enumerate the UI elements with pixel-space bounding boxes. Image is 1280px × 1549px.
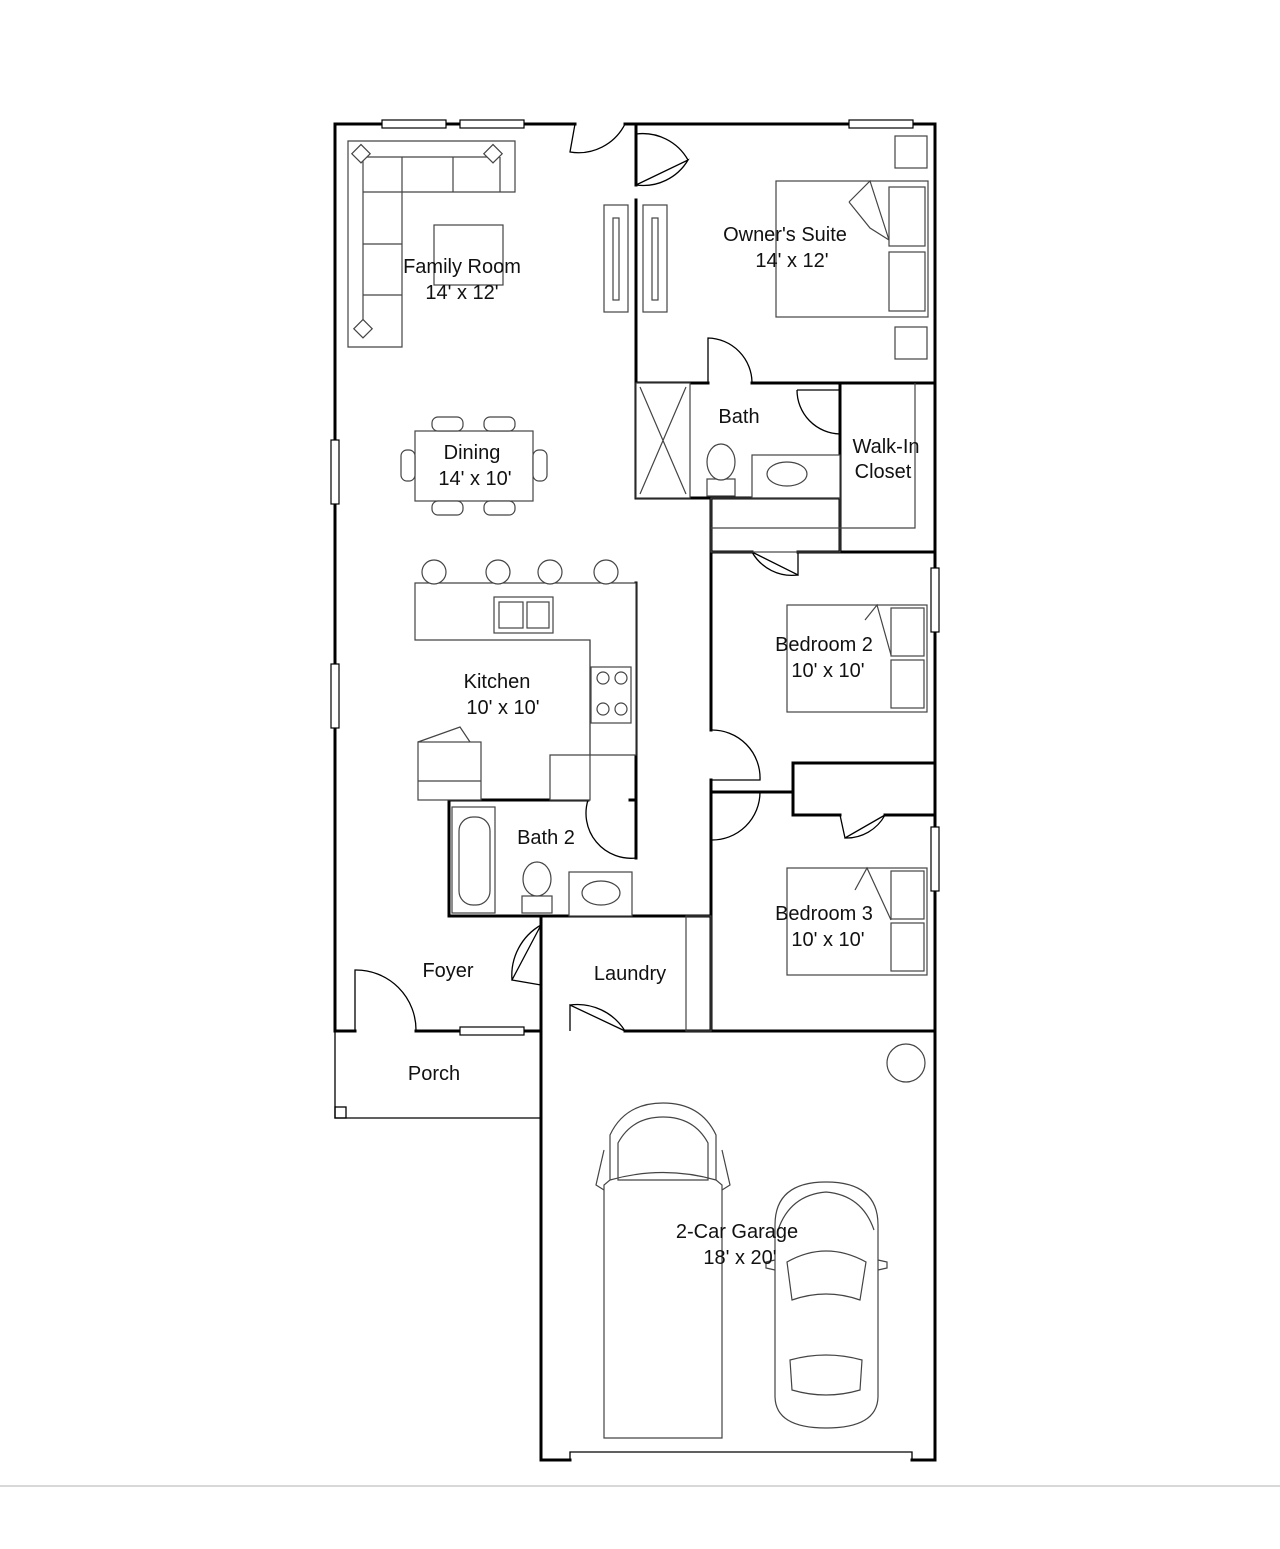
garage-dims: 18' x 20' <box>703 1247 776 1269</box>
exterior-walls <box>333 122 937 1462</box>
bath2-fixtures <box>451 806 633 917</box>
closet-shelves <box>840 383 916 529</box>
laundry-shelf <box>685 915 712 1032</box>
family-room-name: Family Room <box>403 256 521 278</box>
kitchen-cabinets <box>414 559 637 801</box>
porch-name: Porch <box>408 1063 460 1085</box>
sectional-sofa <box>347 140 516 348</box>
room-labels: Family Room 14' x 12' Owner's Suite 14' … <box>403 224 919 1269</box>
bedroom2-name: Bedroom 2 <box>775 634 873 656</box>
owners-bath-fixtures <box>635 382 841 553</box>
door-swing <box>569 123 626 154</box>
bedroom2-dims: 10' x 10' <box>791 660 864 682</box>
coffee-table <box>433 224 504 286</box>
owners-suite-name: Owner's Suite <box>723 224 847 246</box>
bath-name: Bath <box>718 406 759 428</box>
door-swing <box>707 337 753 384</box>
door-swing <box>635 158 690 187</box>
garage-items <box>595 1043 926 1439</box>
walk-in-closet-line1: Walk-In <box>852 436 919 458</box>
walk-in-closet-line2: Closet <box>855 461 912 483</box>
foyer-name: Foyer <box>422 960 473 982</box>
dining-name: Dining <box>444 442 501 464</box>
kitchen-name: Kitchen <box>464 671 531 693</box>
windows <box>330 119 940 1036</box>
bedroom3-bed <box>786 866 928 976</box>
porch <box>334 1031 541 1119</box>
door-swing <box>796 389 841 435</box>
dining-dims: 14' x 10' <box>438 468 511 490</box>
owners-suite-dims: 14' x 12' <box>755 250 828 272</box>
kitchen-dims: 10' x 10' <box>466 697 539 719</box>
bedroom2-bed <box>786 603 928 713</box>
doors <box>354 123 913 1460</box>
bath2-name: Bath 2 <box>517 827 575 849</box>
dining-table <box>400 416 548 516</box>
laundry-name: Laundry <box>594 963 666 985</box>
garage-name: 2-Car Garage <box>676 1221 798 1243</box>
owners-bed <box>775 135 929 360</box>
door-swing <box>751 551 799 577</box>
fireplace <box>603 204 668 313</box>
bedroom3-name: Bedroom 3 <box>775 903 873 925</box>
bedroom3-dims: 10' x 10' <box>791 929 864 951</box>
family-room-dims: 14' x 12' <box>425 282 498 304</box>
